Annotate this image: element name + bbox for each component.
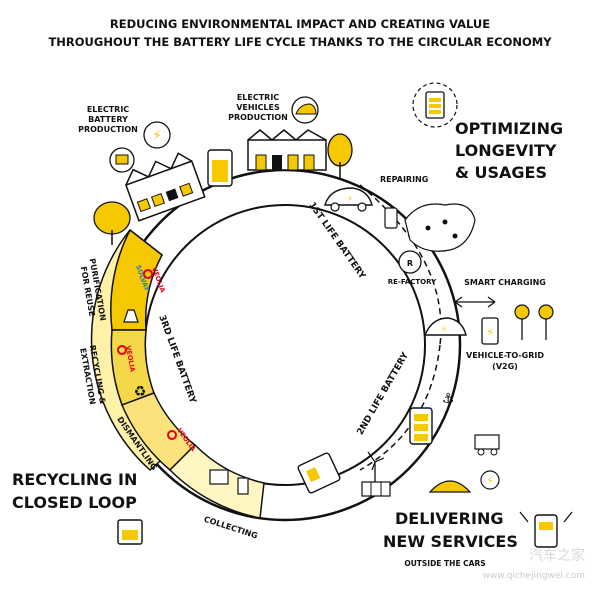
battery-gauge-icon	[412, 82, 458, 128]
person-icon-2	[538, 304, 554, 320]
svg-text:1ST LIFE BATTERY: 1ST LIFE BATTERY	[306, 201, 367, 282]
wrench-icon	[384, 207, 398, 229]
flask-icon	[123, 309, 139, 323]
person-icon	[514, 304, 530, 320]
europe-map-icon	[404, 203, 476, 252]
svg-text:OPTIMIZING: OPTIMIZING	[455, 119, 563, 138]
collecting-label: COLLECTING	[203, 515, 259, 541]
car-icon	[324, 187, 373, 206]
svg-text:& USAGES: & USAGES	[455, 163, 547, 182]
truck-icon	[474, 434, 500, 456]
svg-text:3RD LIFE BATTERY: 3RD LIFE BATTERY	[156, 314, 197, 405]
svg-text:⚡: ⚡	[441, 325, 447, 335]
svg-text:DELIVERING: DELIVERING	[395, 509, 503, 528]
svg-text:⚡: ⚡	[486, 476, 493, 487]
second-life-label: 2ND LIFE BATTERY	[356, 351, 412, 438]
solar-panel-icon	[361, 481, 391, 497]
first-life-label: 1ST LIFE BATTERY	[306, 201, 367, 282]
svg-text:RE-FACTORY: RE-FACTORY	[388, 278, 437, 286]
watermark-cn: 汽车之家	[529, 547, 585, 564]
svg-text:⚓: ⚓	[442, 391, 455, 407]
happy-battery-icon	[519, 511, 573, 548]
charger-icon	[481, 317, 499, 345]
svg-text:⚡: ⚡	[347, 195, 353, 205]
electric-battery-production: ELECTRIC BATTERY PRODUCTION ⚡	[78, 105, 233, 245]
svg-text:COLLECTING: COLLECTING	[203, 515, 259, 541]
wind-turbine-icon	[367, 451, 385, 482]
electric-vehicles-production: ELECTRIC VEHICLES PRODUCTION	[228, 93, 353, 178]
repairing-section: REPAIRING ⚡	[324, 175, 428, 229]
recycling-heading: RECYCLING IN CLOSED LOOP	[12, 470, 137, 512]
tree-icon	[93, 201, 131, 235]
lightning-icon: ⚡	[480, 470, 500, 490]
delivering-heading: DELIVERING NEW SERVICES OUTSIDE THE CARS	[383, 509, 518, 568]
used-battery-pack-icon	[297, 452, 341, 494]
smart-charging-section: SMART CHARGING ⚡ ⚡ VEHICLE-TO-GRID (V2G)	[423, 278, 554, 371]
re-factory-section: R RE-FACTORY	[388, 250, 437, 286]
svg-text:♻: ♻	[134, 384, 147, 400]
purification-label: PURIFICATION FOR REUSE	[79, 258, 108, 322]
svg-text:2ND LIFE BATTERY: 2ND LIFE BATTERY	[356, 351, 412, 438]
svg-text:ELECTRIC: ELECTRIC	[87, 105, 129, 114]
svg-text:REPAIRING: REPAIRING	[380, 175, 428, 184]
svg-text:⚡: ⚡	[486, 326, 494, 339]
title-line-2: THROUGHOUT THE BATTERY LIFE CYCLE THANKS…	[48, 35, 552, 49]
battery-factory-icon	[124, 152, 206, 222]
svg-text:NEW SERVICES: NEW SERVICES	[383, 532, 518, 551]
svg-text:(V2G): (V2G)	[492, 362, 518, 371]
title-line-1: REDUCING ENVIRONMENTAL IMPACT AND CREATI…	[110, 17, 490, 31]
svg-text:PRODUCTION: PRODUCTION	[78, 125, 138, 134]
svg-text:CLOSED LOOP: CLOSED LOOP	[12, 493, 137, 512]
svg-text:ELECTRIC: ELECTRIC	[237, 93, 279, 102]
svg-text:LONGEVITY: LONGEVITY	[455, 141, 557, 160]
svg-text:⚡: ⚡	[152, 128, 162, 144]
svg-text:SMART CHARGING: SMART CHARGING	[464, 278, 546, 287]
battery-pack-icon	[209, 469, 249, 495]
svg-text:OUTSIDE THE CARS: OUTSIDE THE CARS	[404, 559, 485, 568]
lightning-bubble-icon	[143, 121, 171, 149]
ev-car-icon	[423, 317, 467, 336]
third-life-label: 3RD LIFE BATTERY	[156, 314, 197, 405]
svg-text:VEOLIA: VEOLIA	[150, 266, 167, 294]
lifecycle-ring	[90, 168, 462, 522]
battery-bin-icon	[117, 519, 143, 545]
re-factory-icon	[398, 250, 422, 274]
optimizing-heading: OPTIMIZING LONGEVITY & USAGES	[455, 119, 563, 182]
island-icon	[428, 480, 472, 493]
watermark-url: www.qichejingwei.com	[483, 571, 585, 581]
svg-text:R: R	[407, 259, 413, 268]
svg-text:RECYCLING IN: RECYCLING IN	[12, 470, 137, 489]
svg-text:PRODUCTION: PRODUCTION	[228, 113, 288, 122]
recycle-icon: ♻	[134, 384, 147, 400]
svg-text:VEHICLES: VEHICLES	[236, 103, 280, 112]
tree-icon-2	[327, 133, 353, 167]
svg-text:BATTERY: BATTERY	[88, 115, 128, 124]
anchor-icon: ⚓	[442, 391, 455, 407]
svg-text:VEHICLE-TO-GRID: VEHICLE-TO-GRID	[466, 351, 544, 360]
second-life-battery-icon	[409, 407, 433, 445]
